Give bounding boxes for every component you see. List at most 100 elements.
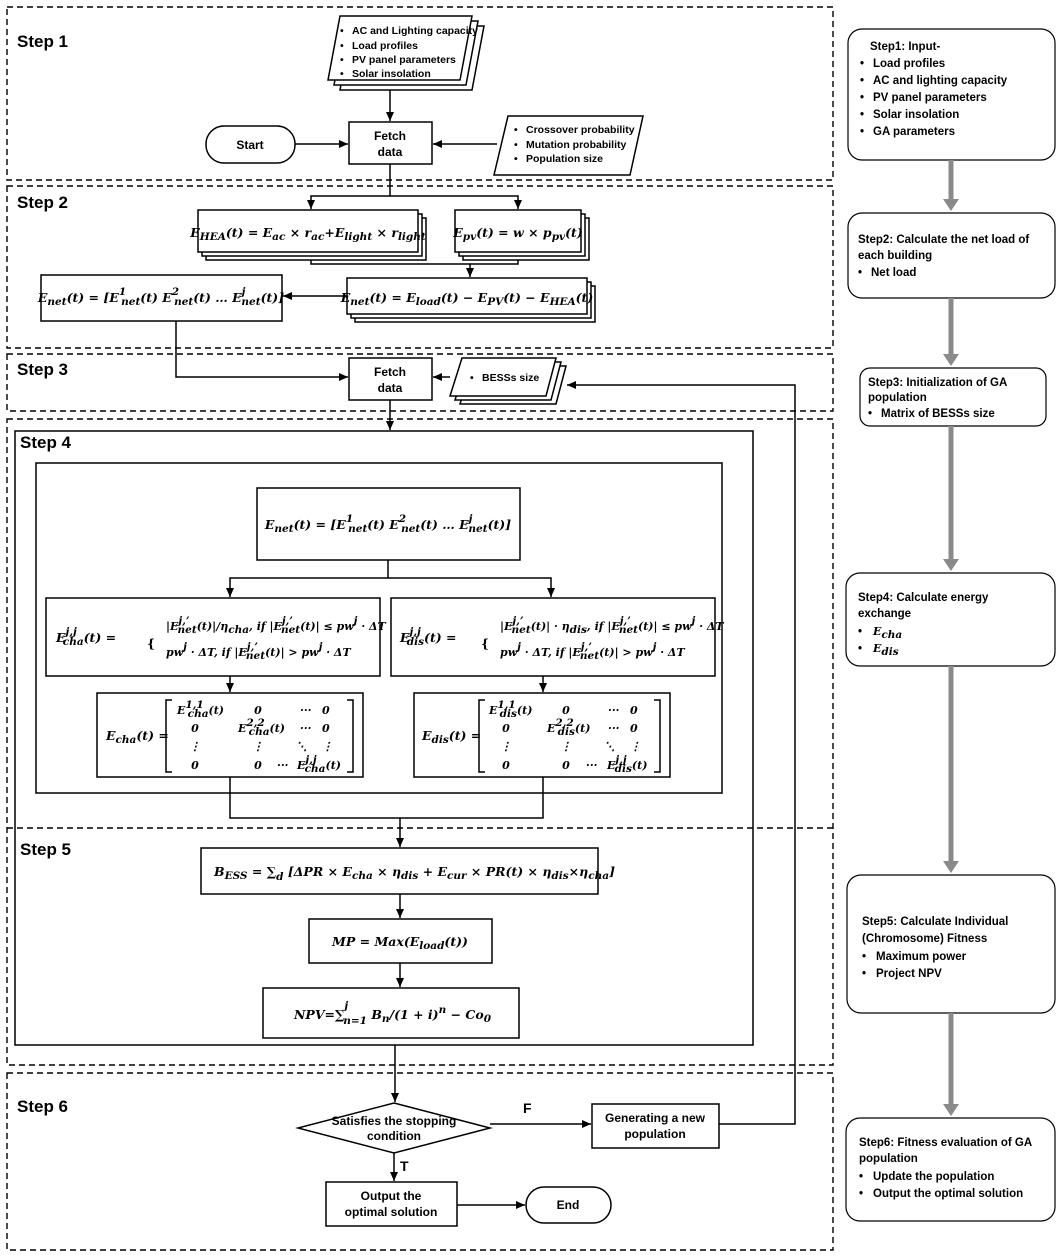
svg-text:Mutation probability: Mutation probability <box>526 139 626 151</box>
net-load-equation-box: Enet(t) = Eload(t) − EPV(t) − EHEA(t) <box>340 277 596 323</box>
input-data-stack: •AC and Lighting capacity •Load profiles… <box>327 15 485 91</box>
svg-text:population: population <box>859 1153 918 1165</box>
pv-equation-box: Epv(t) = w × ppv(t) <box>452 209 590 261</box>
svg-text:···: ··· <box>277 759 289 772</box>
step4-5-region <box>6 418 834 1066</box>
svg-text:···: ··· <box>608 704 620 717</box>
svg-text:Enet(t) = Eload(t) − EPV(t) −: Enet(t) = Eload(t) − EPV(t) − EHEA(t) <box>340 290 594 308</box>
svg-text:0: 0 <box>630 704 638 717</box>
svg-text:Satisfies the stopping: Satisfies the stopping <box>332 1114 457 1128</box>
svg-text:0: 0 <box>191 722 199 735</box>
svg-text:Solar insolation: Solar insolation <box>873 109 959 121</box>
svg-text:data: data <box>378 381 403 395</box>
svg-text:PV panel parameters: PV panel parameters <box>352 54 456 66</box>
fetch-data-box-2: Fetch data <box>348 357 433 401</box>
true-label: T <box>400 1158 409 1174</box>
start-terminal: Start <box>205 125 296 164</box>
side-step4-box: Step4: Calculate energy exchange • Echa … <box>845 572 1056 667</box>
side-step6-box: Step6: Fitness evaluation of GA populati… <box>845 1117 1056 1222</box>
step4-outer-box <box>14 430 754 1046</box>
svg-text:Maximum power: Maximum power <box>876 951 967 963</box>
svg-text:•: • <box>858 267 862 279</box>
svg-text:•: • <box>860 126 864 138</box>
svg-text:⋱: ⋱ <box>296 740 307 753</box>
step2-label: Step 2 <box>17 193 68 212</box>
svg-text:{: { <box>147 636 155 651</box>
svg-text:Output the optimal solution: Output the optimal solution <box>873 1188 1023 1200</box>
bess-benefit-equation-box: BESS = ∑d [ΔPR × Echa × ηdis + Ecur × PR… <box>200 847 615 895</box>
svg-text:•: • <box>859 1188 863 1200</box>
step5-label: Step 5 <box>20 840 71 859</box>
svg-text:⋮: ⋮ <box>561 740 572 753</box>
svg-text:⋮: ⋮ <box>322 740 333 753</box>
svg-text:•: • <box>862 968 866 980</box>
svg-text:Load profiles: Load profiles <box>873 58 945 70</box>
svg-text:BESS = ∑d [ΔPR × Echa × ηdis +: BESS = ∑d [ΔPR × Echa × ηdis + Ecur × PR… <box>213 864 615 883</box>
svg-text:population: population <box>868 392 927 404</box>
svg-text:Step4: Calculate energy: Step4: Calculate energy <box>858 592 989 604</box>
side-step3-box: Step3: Initialization of GA population •… <box>859 367 1047 427</box>
svg-text:Population size: Population size <box>526 153 603 165</box>
svg-text:0: 0 <box>562 759 570 772</box>
svg-text:•: • <box>340 40 344 52</box>
svg-text:•: • <box>859 1171 863 1183</box>
svg-text:⋮: ⋮ <box>253 740 264 753</box>
svg-text:condition: condition <box>367 1129 421 1143</box>
max-power-equation-box: MP = Max(Eload(t)) <box>308 918 493 964</box>
svg-text:•: • <box>860 92 864 104</box>
svg-text:Net load: Net load <box>871 267 916 279</box>
svg-text:0: 0 <box>630 722 638 735</box>
step1-region <box>6 6 834 181</box>
svg-text:Load profiles: Load profiles <box>352 40 418 52</box>
svg-text:|Ej,’net(t)| · ηdis, if |Ej: |Ej,’net(t)| · ηdis, if |Ej,’net(t)| ≤ p… <box>500 615 724 636</box>
svg-text:•: • <box>860 109 864 121</box>
svg-text:BESSs size: BESSs size <box>482 372 539 384</box>
svg-text:pwj · ΔT, if |Ej,’net(t)|: pwj · ΔT, if |Ej,’net(t)| > pwj · ΔT <box>500 641 685 662</box>
side-step4-edis: Edis <box>872 642 899 658</box>
svg-text:•: • <box>858 643 862 655</box>
svg-text:0: 0 <box>562 704 570 717</box>
svg-text:AC and lighting capacity: AC and lighting capacity <box>873 75 1008 87</box>
svg-text:···: ··· <box>608 722 620 735</box>
svg-text:⋮: ⋮ <box>630 740 641 753</box>
svg-text:···: ··· <box>300 722 312 735</box>
ga-parameters-box: •Crossover probability •Mutation probabi… <box>493 115 644 176</box>
svg-text:Fetch: Fetch <box>374 129 406 143</box>
svg-text:•: • <box>860 75 864 87</box>
svg-text:0: 0 <box>502 722 510 735</box>
svg-text:pwj · ΔT, if |Ej,’net(t)|: pwj · ΔT, if |Ej,’net(t)| > pwj · ΔT <box>166 641 351 662</box>
svg-text:⋮: ⋮ <box>190 740 201 753</box>
svg-text:0: 0 <box>502 759 510 772</box>
svg-text:⋮: ⋮ <box>501 740 512 753</box>
svg-text:0: 0 <box>254 704 262 717</box>
side-step2-box: Step2: Calculate the net load of each bu… <box>847 212 1056 299</box>
step4-label: Step 4 <box>20 433 72 452</box>
svg-text:•: • <box>868 408 872 420</box>
svg-text:···: ··· <box>586 759 598 772</box>
svg-text:Step3: Initialization of GA: Step3: Initialization of GA <box>868 377 1007 389</box>
end-terminal: End <box>525 1186 612 1224</box>
side-step4-echa: Echa <box>872 625 902 641</box>
svg-text:Start: Start <box>236 138 263 152</box>
svg-text:•: • <box>340 25 344 37</box>
svg-text:•: • <box>340 68 344 80</box>
svg-text:Step5: Calculate Individual: Step5: Calculate Individual <box>862 916 1008 928</box>
svg-text:optimal solution: optimal solution <box>345 1205 438 1219</box>
side-grey-arrows <box>943 160 959 1116</box>
svg-text:exchange: exchange <box>858 608 911 620</box>
svg-text:···: ··· <box>300 704 312 717</box>
step4-inner-box <box>35 462 723 794</box>
svg-text:Update the population: Update the population <box>873 1171 994 1183</box>
